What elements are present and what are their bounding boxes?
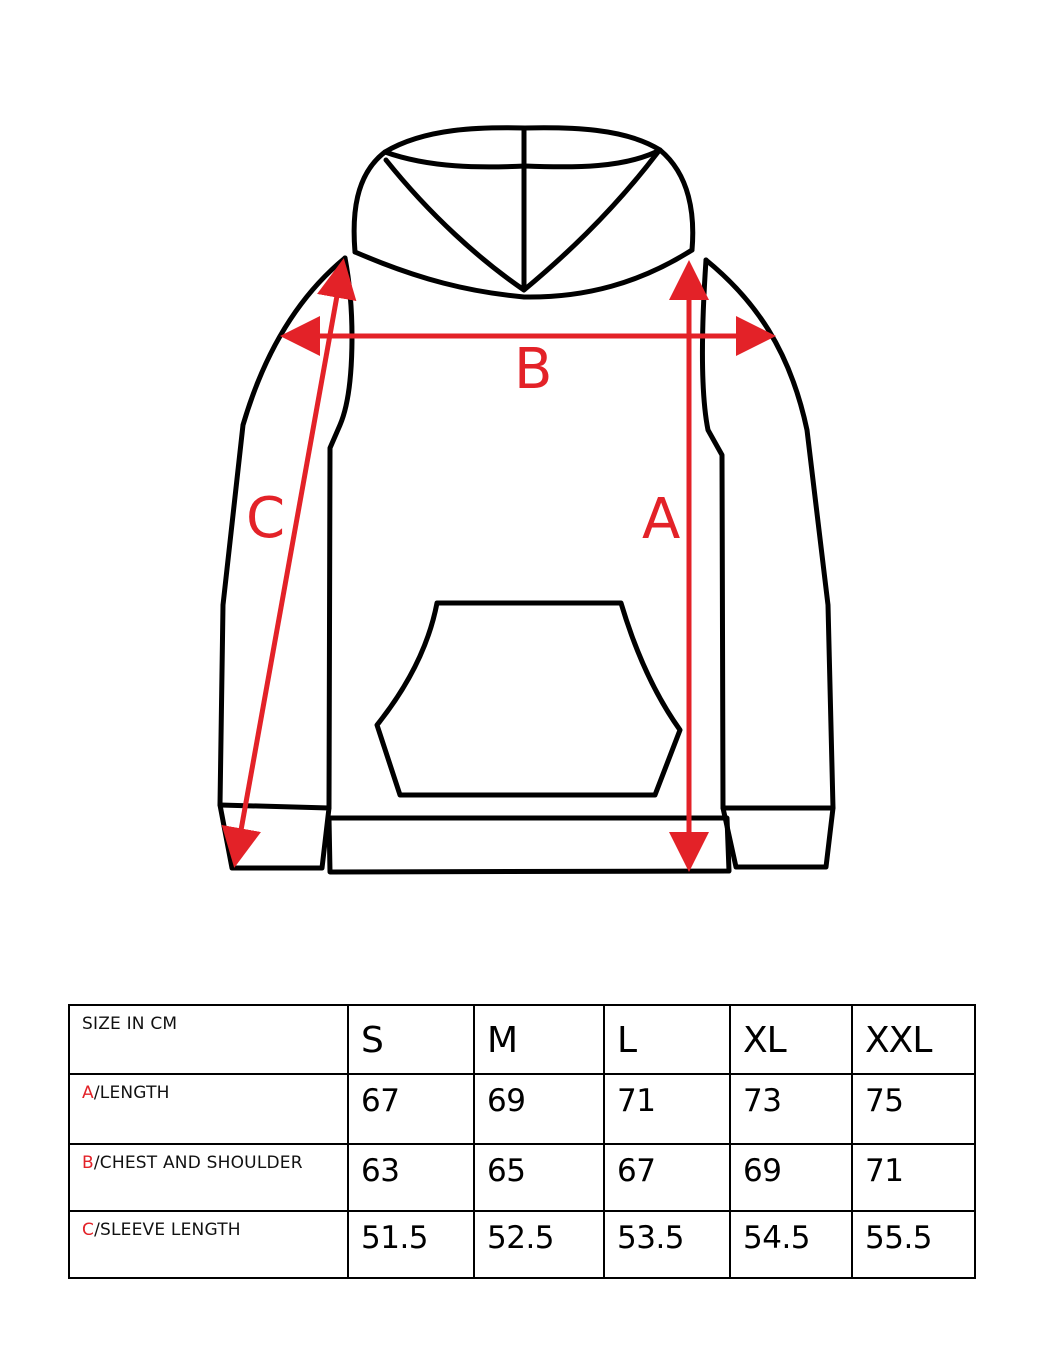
table-cell: 67	[603, 1143, 731, 1212]
table-cell: 71	[603, 1073, 731, 1145]
row-label-text: /CHEST AND SHOULDER	[93, 1153, 303, 1173]
size-chart-table: SIZE IN CM S M L XL XXL A/LENGTH 67 69 7…	[68, 1004, 976, 1279]
table-cell: 65	[473, 1143, 605, 1212]
label-b: B	[514, 337, 552, 402]
table-cell: 54.5	[729, 1210, 853, 1279]
table-cell: 69	[473, 1073, 605, 1145]
kangaroo-pocket	[374, 600, 683, 798]
table-cell: 63	[347, 1143, 475, 1212]
size-header-xxl: XXL	[851, 1004, 976, 1075]
row-letter: B	[82, 1153, 94, 1173]
row-letter: C	[82, 1220, 95, 1240]
left-sleeve-inner	[326, 255, 355, 811]
hoodie-outline	[217, 125, 836, 875]
hoodie-measurement-diagram: B C A	[217, 125, 836, 875]
measure-line-c	[221, 258, 357, 868]
table-cell: 55.5	[851, 1210, 976, 1279]
table-cell: 67	[347, 1073, 475, 1145]
row-label-chest: B/CHEST AND SHOULDER	[68, 1143, 349, 1212]
table-cell: 75	[851, 1073, 976, 1145]
right-sleeve-inner	[700, 257, 726, 811]
row-letter: A	[82, 1083, 94, 1103]
size-header-m: M	[473, 1004, 605, 1075]
table-corner-label: SIZE IN CM	[68, 1004, 349, 1075]
row-label-sleeve: C/SLEEVE LENGTH	[68, 1210, 349, 1279]
left-cuff	[217, 802, 332, 871]
table-cell: 51.5	[347, 1210, 475, 1279]
right-cuff	[720, 805, 836, 870]
size-header-xl: XL	[729, 1004, 853, 1075]
table-row: B/CHEST AND SHOULDER 63 65 67 69 71	[68, 1143, 976, 1212]
row-label-length: A/LENGTH	[68, 1073, 349, 1145]
row-label-text: /LENGTH	[93, 1083, 170, 1103]
table-row: A/LENGTH 67 69 71 73 75	[68, 1073, 976, 1145]
row-label-text: /SLEEVE LENGTH	[94, 1220, 241, 1240]
table-row: C/SLEEVE LENGTH 51.5 52.5 53.5 54.5 55.5	[68, 1210, 976, 1279]
table-cell: 69	[729, 1143, 853, 1212]
table-cell: 53.5	[603, 1210, 731, 1279]
table-cell: 71	[851, 1143, 976, 1212]
label-a: A	[642, 487, 680, 552]
neckline	[352, 247, 695, 300]
table-header-row: SIZE IN CM S M L XL XXL	[68, 1004, 976, 1075]
size-header-l: L	[603, 1004, 731, 1075]
label-c: C	[246, 486, 285, 551]
table-cell: 73	[729, 1073, 853, 1145]
measurement-lines	[221, 258, 776, 872]
waistband	[326, 815, 732, 875]
size-header-s: S	[347, 1004, 475, 1075]
table-cell: 52.5	[473, 1210, 605, 1279]
hood-opening	[383, 149, 661, 293]
